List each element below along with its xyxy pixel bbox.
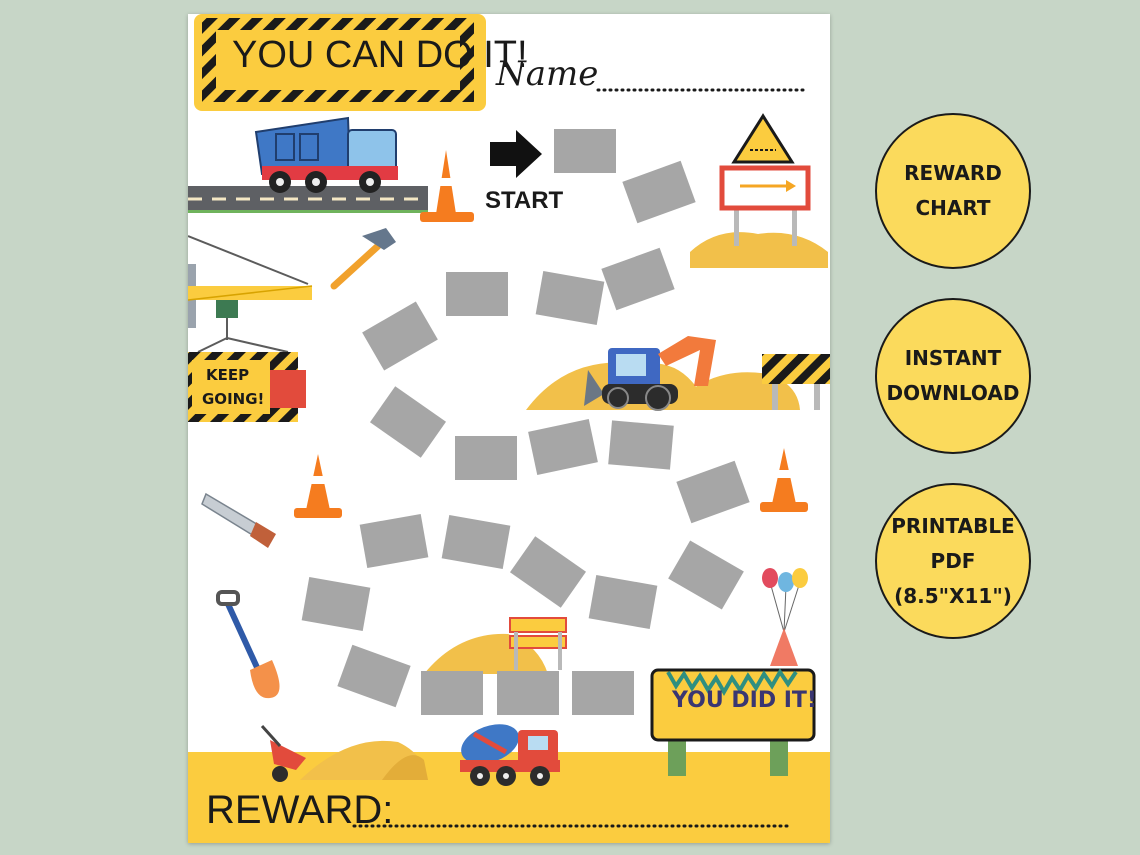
badge-printable-pdf: PRINTABLE PDF (8.5"X11")	[875, 483, 1031, 639]
finish-label: YOU DID IT!	[672, 688, 817, 713]
chart-artwork	[188, 14, 830, 843]
track-step	[455, 436, 517, 480]
dump-truck-icon	[254, 116, 398, 193]
track-step	[528, 419, 598, 475]
wheelbarrow-icon	[260, 724, 428, 782]
arrow-right-icon	[490, 130, 542, 178]
traffic-cone-icon	[294, 454, 342, 518]
track-step	[421, 671, 483, 715]
track-step	[601, 247, 675, 311]
track-step	[676, 460, 750, 524]
barricade-icon	[762, 354, 830, 410]
badge-instant-download: INSTANT DOWNLOAD	[875, 298, 1031, 454]
badge-line: REWARD	[904, 161, 1002, 185]
crane-icon	[188, 235, 313, 422]
badge-line: INSTANT	[904, 346, 1002, 370]
track-step	[369, 386, 447, 458]
shovel-icon	[216, 590, 280, 699]
warning-sign-icon	[690, 113, 828, 268]
finish-sign	[650, 668, 816, 776]
track-step	[608, 420, 674, 470]
road	[188, 186, 428, 213]
track-step	[337, 644, 411, 708]
track-step	[668, 540, 744, 610]
track-step	[572, 671, 634, 715]
track-step	[441, 514, 511, 570]
badge-line: PDF	[930, 548, 976, 573]
start-label: START	[485, 187, 564, 214]
badge-line: (8.5"X11")	[894, 583, 1012, 608]
traffic-cone-icon	[420, 150, 474, 222]
badge-line: PRINTABLE	[891, 513, 1015, 538]
badge-line: DOWNLOAD	[886, 381, 1020, 405]
track-step	[497, 671, 559, 715]
balloons-icon	[762, 568, 808, 666]
reward-label: REWARD:	[206, 788, 394, 832]
track-path	[301, 129, 750, 715]
banner-sign	[194, 14, 486, 111]
hammer-icon	[330, 228, 396, 290]
reward-chart-sheet: YOU CAN DO IT! Name START KEEP GOING! YO…	[188, 14, 830, 843]
keep-going-line-2: GOING!	[202, 390, 265, 408]
bulldozer-icon	[526, 336, 800, 411]
traffic-cone-icon	[760, 448, 808, 512]
track-step	[622, 160, 696, 224]
track-step	[362, 301, 438, 371]
barricade-icon	[424, 617, 567, 674]
saw-icon	[201, 492, 276, 548]
banner-title: YOU CAN DO IT!	[232, 34, 528, 76]
track-step	[446, 272, 508, 316]
badge-reward-chart: REWARD CHART	[875, 113, 1031, 269]
badge-line: CHART	[915, 196, 991, 220]
track-step	[535, 270, 605, 326]
track-step	[588, 574, 658, 630]
keep-going-line-1: KEEP	[206, 366, 250, 384]
track-step	[509, 536, 587, 608]
cement-mixer-icon	[460, 724, 560, 786]
track-step	[554, 129, 616, 173]
name-label: Name	[496, 54, 599, 94]
track-step	[359, 513, 429, 569]
track-step	[301, 576, 371, 632]
